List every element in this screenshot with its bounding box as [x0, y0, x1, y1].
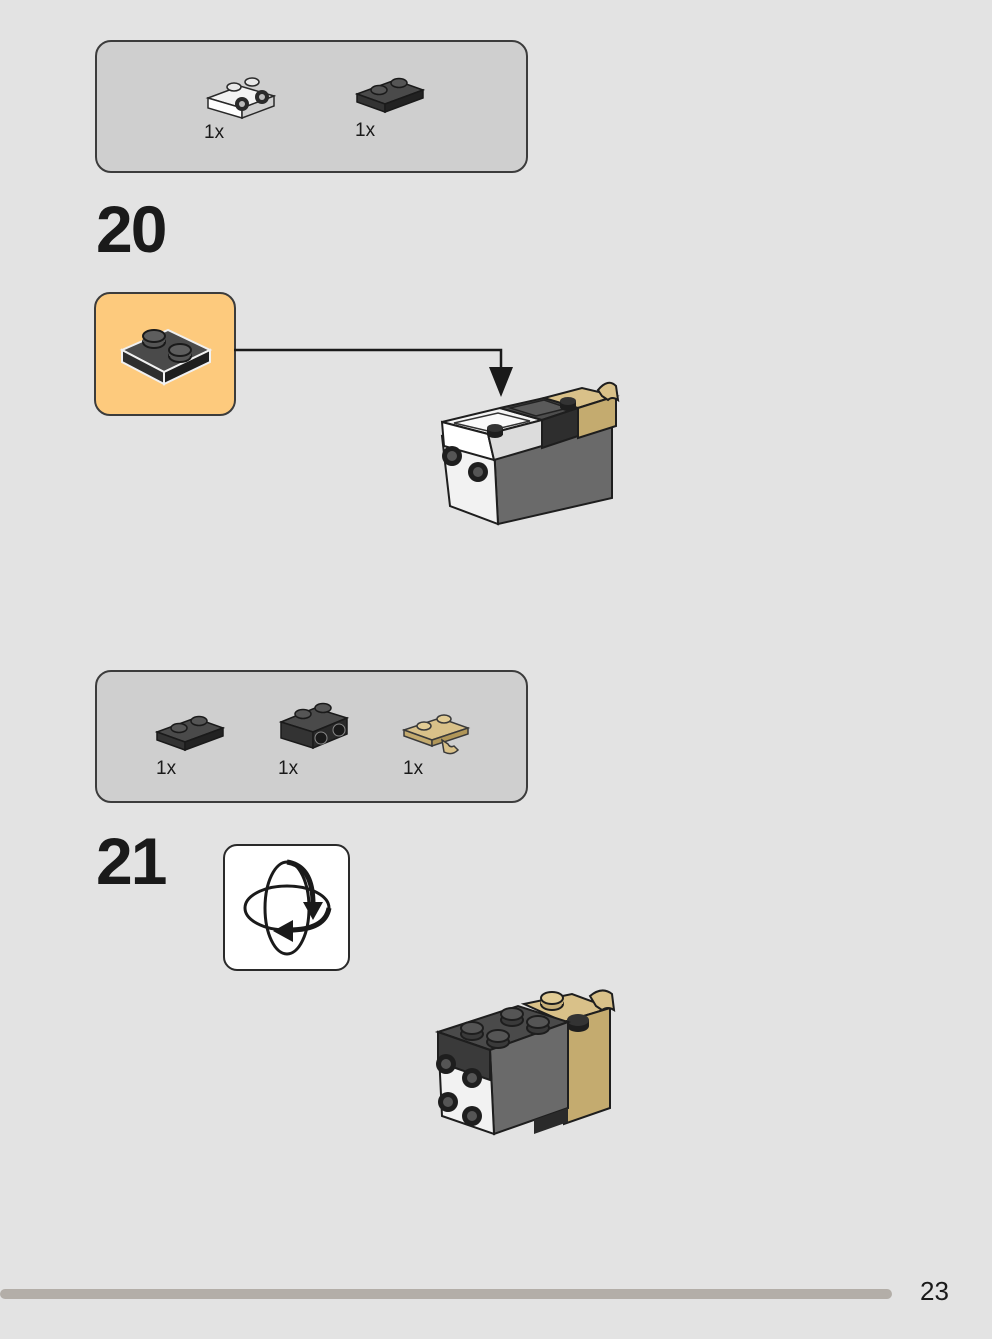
arrow-down-icon: [234, 348, 513, 397]
page-number: 23: [920, 1276, 949, 1306]
dark-plate-1x2-icon: [118, 316, 214, 390]
tan-clip-plate-icon: [402, 706, 474, 756]
rotate-model-icon: [223, 844, 350, 971]
part-quantity: 1x: [403, 758, 424, 779]
dark-plate-1x2-icon: [355, 72, 425, 116]
part-quantity: 1x: [355, 120, 376, 141]
part-quantity: 1x: [204, 122, 225, 143]
step-number: 20: [96, 192, 167, 266]
dark-plate-1x2-icon: [155, 710, 225, 754]
parts-list-step-21: 1x 1x 1x: [95, 670, 528, 803]
step-number: 21: [96, 824, 167, 898]
assembly-model: [432, 376, 627, 536]
parts-list-step-20: 1x 1x: [95, 40, 528, 173]
dark-bracket-plate-icon: [277, 696, 351, 752]
white-bracket-plate-icon: [204, 72, 276, 120]
assembly-model: [432, 988, 622, 1165]
part-quantity: 1x: [156, 758, 177, 779]
part-quantity: 1x: [278, 758, 299, 779]
callout-box: [94, 292, 236, 416]
progress-bar: [0, 1289, 892, 1299]
